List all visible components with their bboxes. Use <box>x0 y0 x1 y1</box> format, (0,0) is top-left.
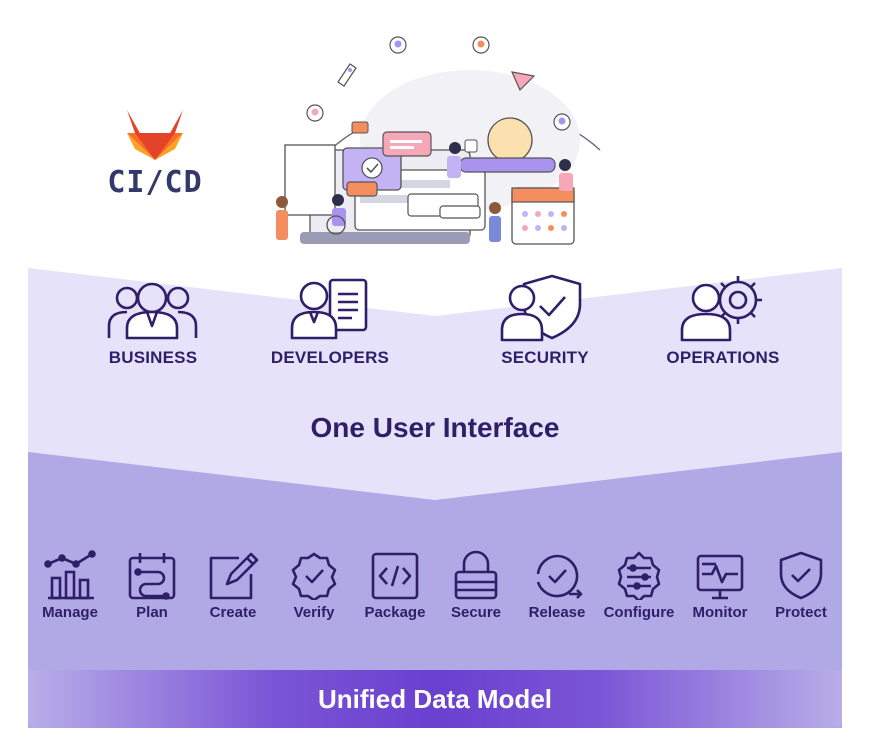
stage-label-verify: Verify <box>293 604 335 621</box>
stage-label-release: Release <box>528 604 586 621</box>
monitor-pulse-icon <box>696 554 744 600</box>
stage-protect: Protect <box>760 550 842 621</box>
gear-sliders-icon <box>617 551 661 600</box>
stage-label-manage: Manage <box>42 604 98 621</box>
role-business: BUSINESS <box>108 348 198 367</box>
role-operations: OPERATIONS <box>666 348 780 367</box>
stage-label-configure: Configure <box>603 604 675 621</box>
stage-release: Release <box>516 550 598 621</box>
gitlab-fox-icon <box>127 110 183 160</box>
cicd-logo-text: CI/CD <box>107 165 203 200</box>
cycle-icon <box>536 554 583 599</box>
stage-plan: Plan <box>111 550 193 621</box>
role-developers: DEVELOPERS <box>270 348 390 367</box>
stage-label-protect: Protect <box>775 604 827 621</box>
role-security: SECURITY <box>501 348 589 367</box>
developer-document-icon <box>290 278 368 340</box>
unified-data-model-bar: Unified Data Model <box>28 670 842 728</box>
operations-gear-icon <box>680 276 762 342</box>
pencil-icon <box>209 552 259 600</box>
stage-manage: Manage <box>29 550 111 621</box>
stage-label-create: Create <box>209 604 257 621</box>
stage-package: Package <box>354 550 436 621</box>
shield-check-icon <box>779 551 823 600</box>
stage-create: Create <box>192 550 274 621</box>
badge-check-icon <box>291 552 337 600</box>
stage-label-secure: Secure <box>450 604 502 621</box>
unified-data-model-label: Unified Data Model <box>317 683 552 714</box>
stage-configure: Configure <box>598 550 680 621</box>
stage-monitor: Monitor <box>679 550 761 621</box>
one-user-interface-label: One User Interface <box>310 412 560 443</box>
lock-icon <box>454 550 498 600</box>
stage-secure: Secure <box>435 550 517 621</box>
stage-label-monitor: Monitor <box>692 604 748 621</box>
calendar-icon <box>128 553 176 600</box>
cicd-logo: CI/CD <box>100 105 210 205</box>
team-icon <box>107 282 198 340</box>
stage-label-package: Package <box>364 604 426 621</box>
security-shield-icon <box>500 274 582 342</box>
code-box-icon <box>371 552 419 600</box>
stage-verify: Verify <box>273 550 355 621</box>
mid-band <box>28 452 842 728</box>
chart-icon <box>44 550 96 600</box>
stage-label-plan: Plan <box>136 604 168 621</box>
hero-illustration <box>276 36 601 245</box>
